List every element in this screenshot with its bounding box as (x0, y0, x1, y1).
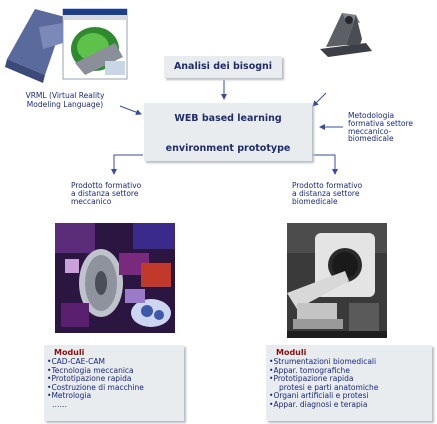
arrow-center-to-left (111, 154, 143, 175)
left-module-item: •CAD-CAE-CAM (47, 357, 105, 366)
metodologia-line-4: biomedicale (348, 134, 394, 144)
left-modules-box: Moduli •CAD-CAE-CAM •Tecnologia meccanic… (44, 345, 184, 421)
left-modules-list: •CAD-CAE-CAM •Tecnologia meccanica •Prot… (47, 357, 144, 410)
mechanical-collage-image (55, 223, 175, 333)
right-modules-box: Moduli •Strumentazioni biomedicali •Appa… (266, 345, 432, 421)
left-module-item: •Metrologia (47, 391, 92, 401)
arrow-center-to-right (311, 154, 338, 175)
vrml-line-2: Modeling Language) (26, 99, 104, 109)
center-line-1: WEB based learning (174, 113, 282, 124)
left-caption-line-1: Prodotto formativo (71, 181, 142, 190)
center-line-2: environment prototype (165, 143, 291, 154)
right-caption-line-3: biomedicale (292, 196, 338, 206)
metodologia-line-1: Metodologia (348, 111, 395, 120)
right-caption-line-1: Prodotto formativo (292, 181, 363, 190)
analisi-box: Analisi dei bisogni (164, 56, 282, 78)
web-learning-box: WEB based learning environment prototype (144, 103, 312, 161)
left-modules-title: Moduli (54, 348, 85, 357)
left-module-item: •Prototipazione rapida (47, 374, 132, 384)
ct-scanner-image (287, 223, 387, 338)
vrml-line-1: VRML (Virtual Reality (25, 91, 105, 100)
left-module-item: •Tecnologia meccanica (47, 365, 134, 375)
right-modules-list: •Strumentazioni biomedicali •Appar. tomo… (269, 357, 379, 410)
left-caption: Prodotto formativo a distanza settore me… (71, 182, 181, 205)
right-modules-title: Moduli (276, 348, 307, 357)
right-caption: Prodotto formativo a distanza settore bi… (292, 182, 402, 205)
right-caption-line-2: a distanza settore (292, 188, 360, 198)
analisi-title: Analisi dei bisogni (173, 61, 273, 72)
left-caption-line-2: a distanza settore (71, 188, 139, 198)
right-module-item: •Organi artificiali e protesi (269, 391, 369, 401)
left-module-item: …… (52, 399, 67, 409)
metodologia-label: Metodologia formativa settore meccanico-… (348, 112, 433, 143)
left-module-item: •Costruzione di macchine (47, 382, 144, 392)
cad-software-screenshot (5, 3, 130, 88)
arrow-vrml-to-center (119, 105, 142, 116)
vrml-label: VRML (Virtual Reality Modeling Language) (6, 91, 124, 109)
left-caption-line-3: meccanico (71, 196, 112, 206)
right-module-item: protesi e parti anatomiche (279, 382, 379, 392)
arrow-image-to-center (312, 92, 327, 107)
right-module-item: •Strumentazioni biomedicali (269, 357, 377, 366)
metodologia-line-3: meccanico- (348, 126, 392, 136)
right-module-item: •Appar. tomografiche (269, 365, 350, 375)
right-module-item: •Appar. diagnosi e terapia (269, 399, 368, 409)
metodologia-line-2: formativa settore (348, 118, 414, 128)
right-module-item: •Prototipazione rapida (269, 374, 354, 384)
mechanical-part-image (316, 3, 374, 61)
